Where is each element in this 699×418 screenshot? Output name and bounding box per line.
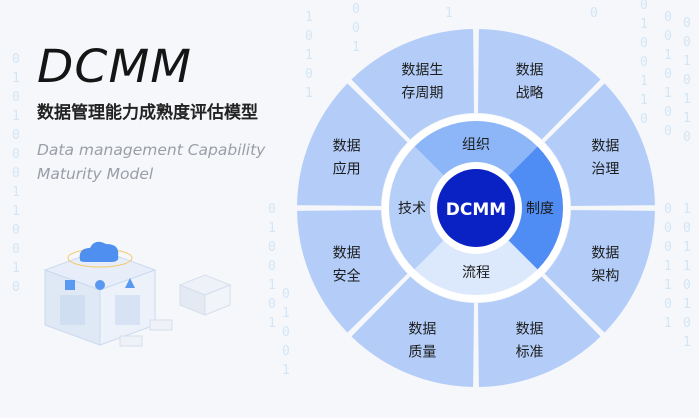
- binary-column: 0001101: [664, 202, 672, 331]
- center-circle: [437, 169, 515, 247]
- inner-segment: [389, 146, 445, 270]
- inner-segment-label: 制度: [526, 201, 554, 217]
- center-label: DCMM: [446, 200, 506, 220]
- outer-segment-label: 安全: [333, 268, 361, 285]
- outer-segment-label: 数据: [516, 321, 544, 337]
- english-line-1: Data management Capability: [37, 141, 266, 159]
- outer-segment-label: 治理: [591, 161, 619, 177]
- binary-column: 10101: [305, 10, 313, 101]
- inner-segment-label: 组织: [462, 137, 490, 153]
- inner-segment: [414, 120, 538, 177]
- outer-segment-label: 数据: [408, 321, 436, 337]
- inner-segment: [414, 239, 538, 295]
- outer-segment-label: 数据: [591, 246, 619, 262]
- binary-column: 0100110: [640, 0, 648, 127]
- page-subtitle: 数据管理能力成熟度评估模型: [37, 103, 258, 123]
- outer-segment-label: 质量: [408, 344, 436, 360]
- binary-column: 0101000110010: [12, 52, 20, 295]
- binary-column: 0010100: [664, 10, 672, 139]
- binary-column: 1: [445, 6, 453, 21]
- outer-segment-label: 标准: [516, 344, 544, 360]
- page-title: DCMM: [37, 40, 193, 93]
- dcmm-wheel-diagram: DCMM 数据战略数据治理数据架构数据标准数据质量数据安全数据应用数据生存周期 …: [296, 28, 656, 388]
- inner-segment-label: 技术: [398, 201, 426, 217]
- outer-segment-label: 架构: [591, 269, 619, 285]
- binary-column: 0: [590, 6, 598, 21]
- binary-column: 01001: [282, 287, 290, 378]
- inner-segment: [507, 146, 564, 270]
- outer-segment-label: 数据: [591, 138, 619, 154]
- data-center-illustration: [43, 241, 232, 347]
- outer-segment-label: 数据: [333, 138, 361, 154]
- outer-segment-label: 应用: [333, 160, 361, 177]
- english-line-2: Maturity Model: [37, 165, 154, 183]
- outer-segment-label: 存周期: [401, 86, 443, 102]
- binary-column: 10110101: [683, 202, 691, 350]
- outer-segment-label: 数据: [516, 63, 544, 79]
- binary-column: 0100101: [268, 202, 276, 331]
- inner-segment-label: 流程: [462, 265, 490, 281]
- binary-column: 001: [352, 2, 360, 55]
- outer-segment-label: 战略: [516, 86, 544, 102]
- english-subtitle: Data management Capability Maturity Mode…: [37, 138, 265, 186]
- outer-segment-label: 数据: [333, 246, 361, 262]
- outer-segment-label: 数据生: [401, 63, 443, 79]
- binary-column: 0010110: [683, 16, 691, 145]
